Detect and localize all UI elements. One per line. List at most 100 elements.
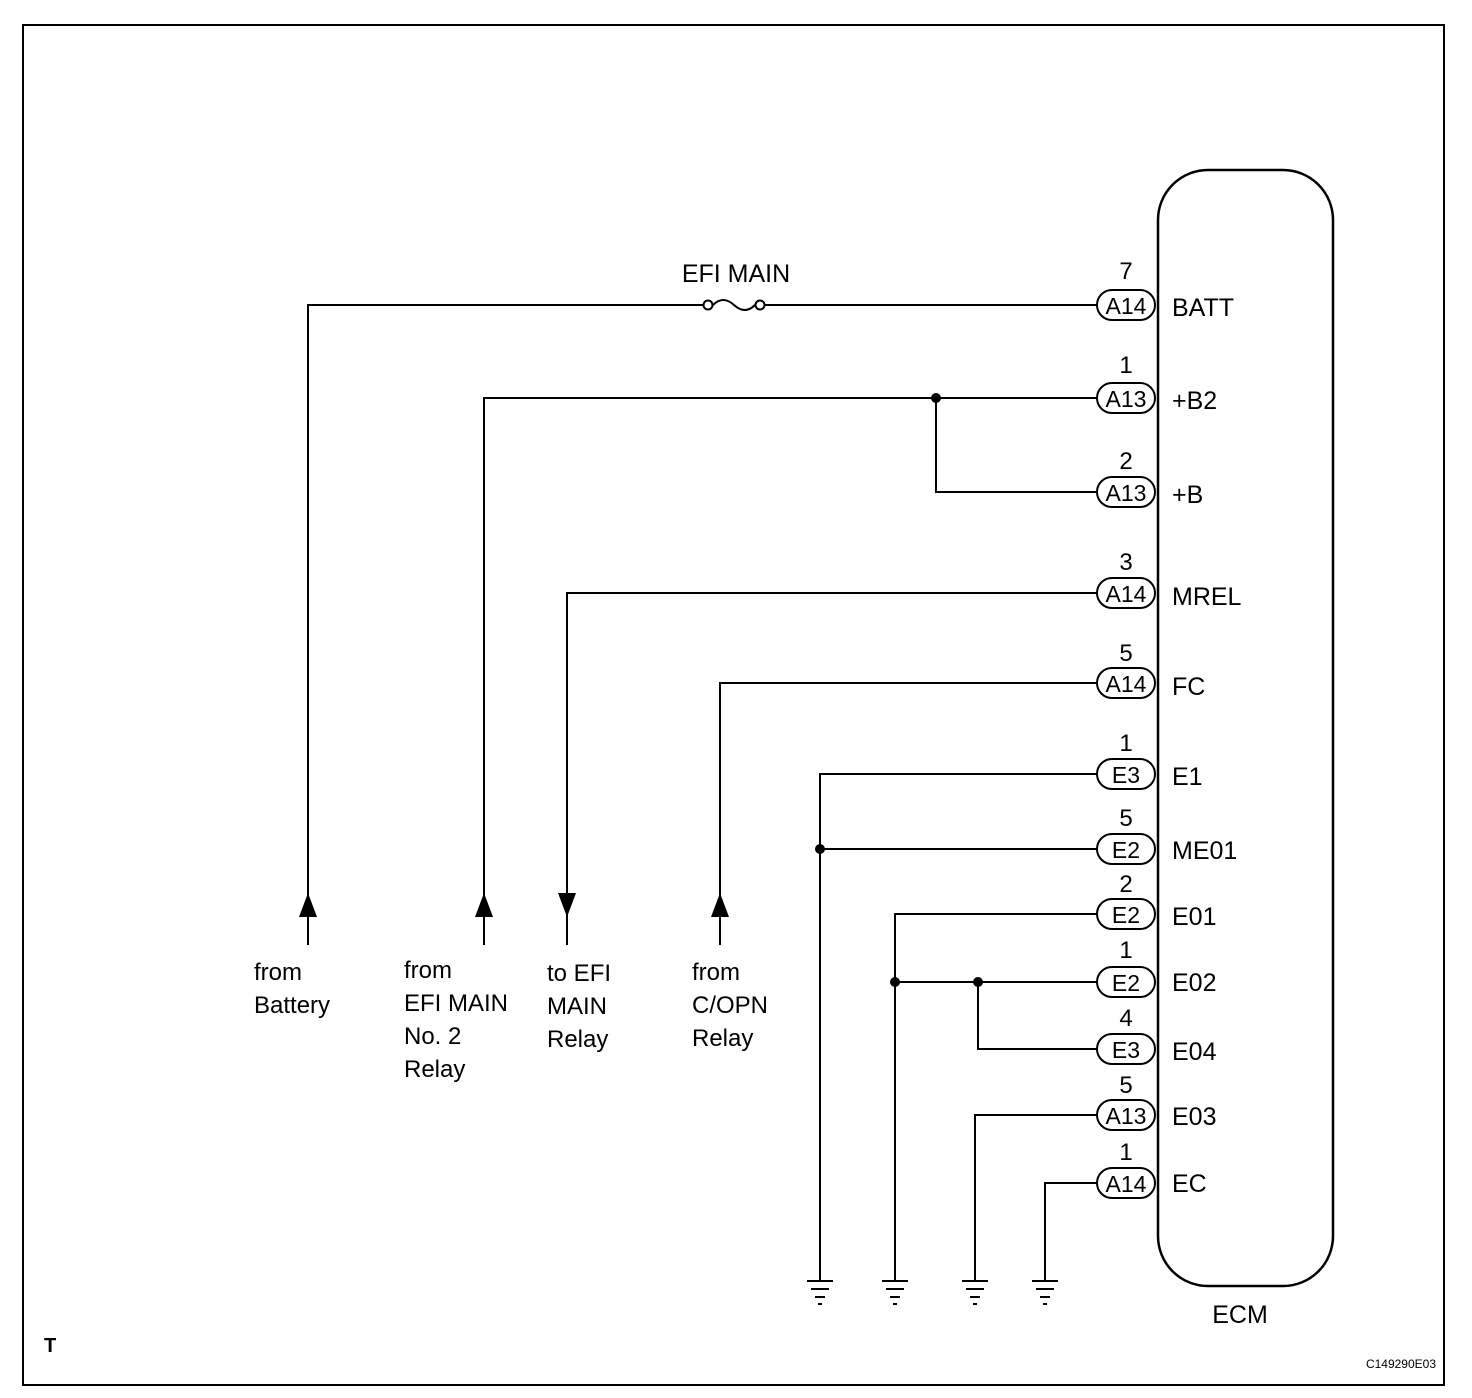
connector-tag: [1096, 898, 1156, 930]
source-line: Relay: [692, 1025, 753, 1052]
source-line: Relay: [547, 1026, 608, 1053]
connector-code: A14: [1106, 293, 1147, 319]
connector-tag: [1096, 289, 1156, 321]
pin-row-e04: 4 E3 E04: [1096, 1005, 1217, 1066]
pin-row-batt: 7 A14 BATT: [1096, 258, 1234, 322]
fc-wire: [719, 682, 1097, 945]
pin-number: 1: [1119, 352, 1132, 379]
e01-wire: [894, 913, 1097, 1280]
connector-code: E2: [1112, 837, 1140, 863]
pin-row-e03: 5 A13 E03: [1096, 1072, 1216, 1131]
connector-tag: [1096, 382, 1156, 414]
pin-number: 4: [1119, 1005, 1132, 1032]
connector-tag: [1096, 1099, 1156, 1131]
ground-icon: [882, 1280, 908, 1305]
connector-code: E3: [1112, 1037, 1140, 1063]
source-line: Battery: [254, 992, 330, 1019]
connector-tag: [1096, 476, 1156, 508]
pin-row-ec: 1 A14 EC: [1096, 1139, 1207, 1199]
pin-number: 3: [1119, 549, 1132, 576]
diagram-frame: [22, 24, 1445, 1386]
pin-number: 1: [1119, 1139, 1132, 1166]
arrow-up-icon: [711, 893, 729, 917]
figure-code: C149290E03: [1366, 1357, 1436, 1371]
arrow-up-icon: [299, 893, 317, 917]
fuse-label: EFI MAIN: [682, 260, 790, 288]
pin-row-e01: 2 E2 E01: [1096, 871, 1216, 931]
pin-row-b: 2 A13 +B: [1096, 448, 1203, 509]
junction-dot: [815, 844, 825, 854]
connector-code: A13: [1106, 386, 1147, 412]
terminal-name: FC: [1172, 673, 1205, 701]
ecm-box: [1156, 168, 1335, 1288]
e04-wire: [977, 982, 1097, 1050]
pin-number: 5: [1119, 1072, 1132, 1099]
connector-code: E3: [1112, 762, 1140, 788]
junction-dot: [931, 393, 941, 403]
source-line: EFI MAIN: [404, 990, 508, 1017]
pin-number: 2: [1119, 871, 1132, 898]
pin-row-me01: 5 E2 ME01: [1096, 805, 1237, 865]
ground-icon: [807, 1280, 833, 1305]
source-label-battery: from Battery: [254, 959, 330, 1019]
pin-row-e1: 1 E3 E1: [1096, 730, 1203, 791]
source-line: C/OPN: [692, 992, 768, 1019]
source-line: from: [404, 957, 452, 984]
source-line: from: [254, 959, 302, 986]
b-wire: [935, 398, 1097, 493]
connector-tag: [1096, 966, 1156, 998]
pin-number: 5: [1119, 805, 1132, 832]
pin-row-fc: 5 A14 FC: [1096, 640, 1205, 701]
page-mark: T: [44, 1335, 56, 1357]
terminal-name: E02: [1172, 969, 1216, 997]
ground-icon: [962, 1280, 988, 1305]
terminal-name: BATT: [1172, 294, 1234, 322]
connector-tag: [1096, 577, 1156, 609]
junction-dot: [973, 977, 983, 987]
source-label-efi-main-no2-relay: from EFI MAIN No. 2 Relay: [404, 957, 508, 1083]
terminal-name: E03: [1172, 1103, 1216, 1131]
terminal-name: E04: [1172, 1038, 1217, 1066]
pin-number: 2: [1119, 448, 1132, 475]
source-label-copn-relay: from C/OPN Relay: [692, 959, 768, 1052]
pin-row-b2: 1 A13 +B2: [1096, 352, 1217, 415]
connector-tag: [1096, 758, 1156, 790]
terminal-name: ME01: [1172, 837, 1237, 865]
connector-code: A13: [1106, 480, 1147, 506]
pin-row-e02: 1 E2 E02: [1096, 937, 1216, 998]
batt-wire: [307, 304, 704, 945]
connector-code: A14: [1106, 671, 1147, 697]
connector-tag: [1096, 667, 1156, 699]
e03-wire: [974, 1114, 1097, 1280]
pin-row-mrel: 3 A14 MREL: [1096, 549, 1242, 611]
pin-number: 5: [1119, 640, 1132, 667]
pin-number: 7: [1119, 258, 1132, 285]
e1-wire: [819, 773, 1097, 1280]
b2-wire: [483, 397, 1097, 945]
arrow-down-icon: [558, 893, 576, 917]
junction-dot: [890, 977, 900, 987]
mrel-wire: [566, 592, 1097, 945]
terminal-name: MREL: [1172, 583, 1242, 611]
source-line: from: [692, 959, 740, 986]
terminal-name: E01: [1172, 903, 1216, 931]
terminal-name: +B: [1172, 481, 1203, 509]
terminal-name: +B2: [1172, 387, 1217, 415]
connector-code: A14: [1106, 581, 1147, 607]
connector-code: E2: [1112, 902, 1140, 928]
pin-number: 1: [1119, 937, 1132, 964]
source-line: MAIN: [547, 993, 607, 1020]
terminal-name: EC: [1172, 1170, 1207, 1198]
source-line: to EFI: [547, 960, 611, 987]
dest-label-efi-main-relay: to EFI MAIN Relay: [547, 960, 611, 1053]
connector-code: A13: [1106, 1103, 1147, 1129]
ground-icon: [1032, 1280, 1058, 1305]
pin-number: 1: [1119, 730, 1132, 757]
source-line: No. 2: [404, 1023, 461, 1050]
connector-tag: [1096, 1167, 1156, 1199]
efi-main-fuse: [702, 299, 766, 311]
arrow-up-icon: [475, 893, 493, 917]
connector-code: E2: [1112, 970, 1140, 996]
connector-tag: [1096, 833, 1156, 865]
